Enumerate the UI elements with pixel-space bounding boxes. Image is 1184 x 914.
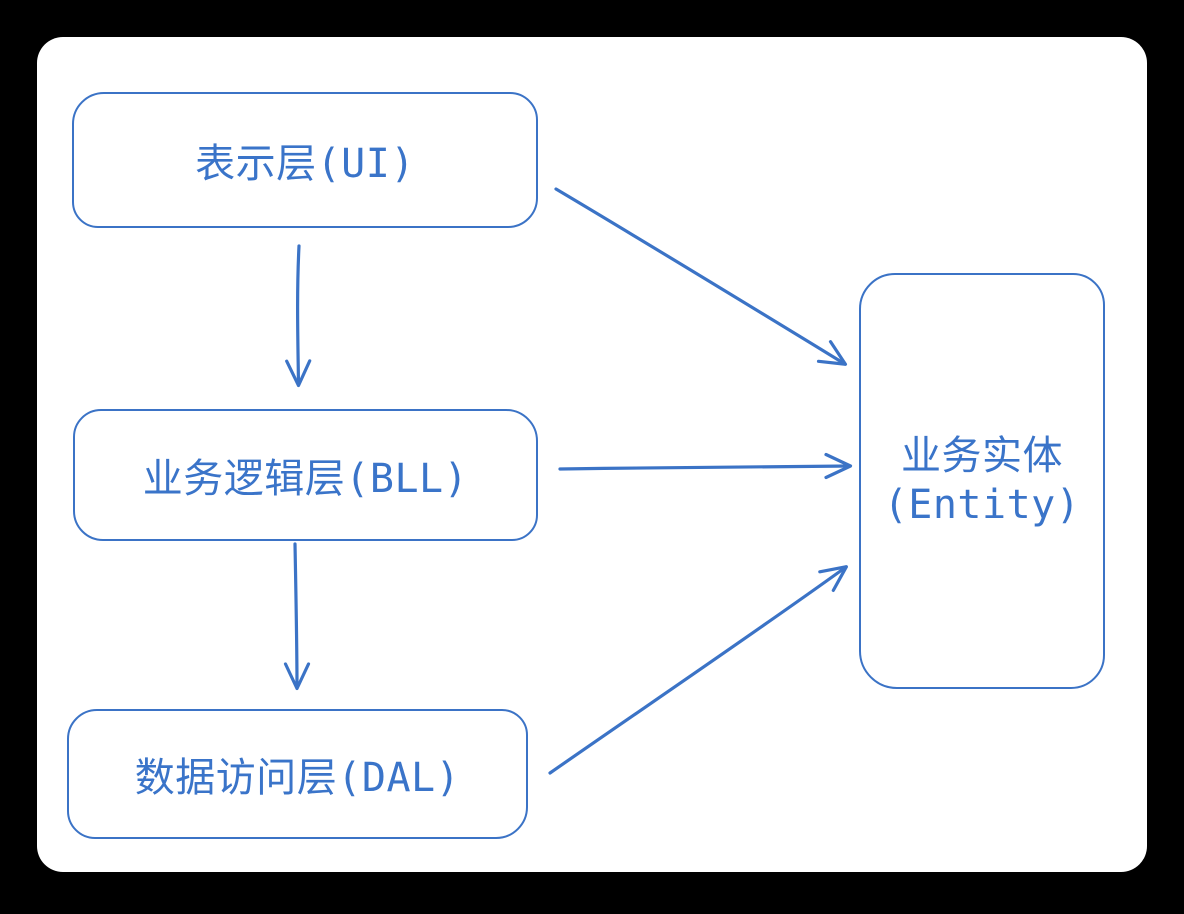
node-business-logic-layer: 业务逻辑层(BLL): [73, 409, 538, 541]
node-business-entity-label-line2: (Entity): [883, 482, 1081, 528]
node-business-entity-label: 业务实体 (Entity): [884, 432, 1081, 530]
node-data-access-layer-label: 数据访问层(DAL): [134, 755, 461, 801]
node-presentation-layer: 表示层(UI): [72, 92, 538, 228]
node-business-logic-layer-label: 业务逻辑层(BLL): [142, 456, 469, 502]
node-business-entity-label-line1: 业务实体: [901, 433, 1063, 479]
node-presentation-layer-label: 表示层(UI): [195, 141, 415, 187]
node-data-access-layer: 数据访问层(DAL): [67, 709, 528, 839]
node-business-entity: 业务实体 (Entity): [859, 273, 1105, 689]
